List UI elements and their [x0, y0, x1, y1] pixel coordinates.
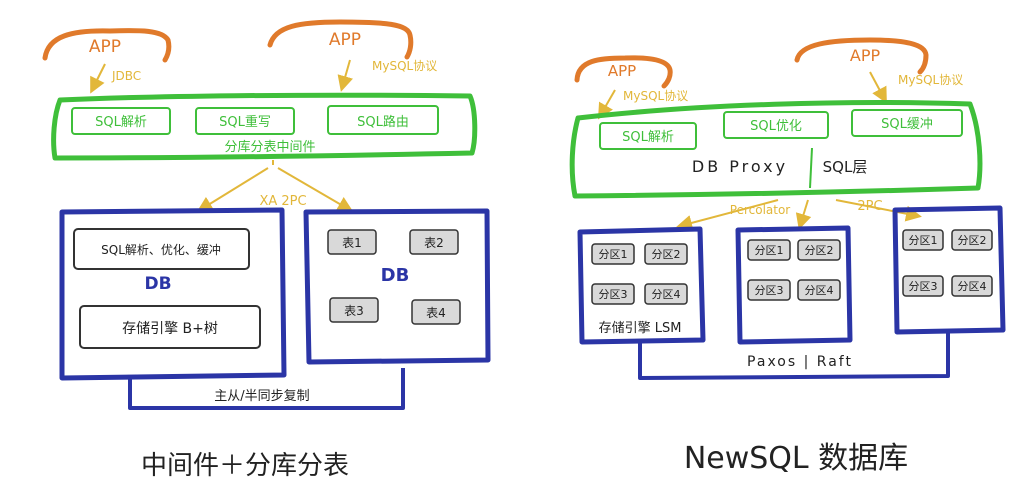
left-mysql-label: MySQL协议 — [372, 58, 437, 73]
right-app-1-label: APP — [608, 62, 636, 80]
right-node-3-shard-3-label: 分区3 — [909, 280, 938, 293]
right-txn-arrow-1 — [676, 199, 779, 231]
right-proto-label-1: MySQL协议 — [623, 88, 688, 103]
right-node-2-shard-2 — [797, 239, 841, 261]
right-txn-arrow-2 — [795, 199, 812, 230]
right-proxy-divider — [809, 147, 813, 189]
left-jdbc-arrow — [90, 63, 106, 94]
right-caption: NewSQL 数据库 — [684, 441, 908, 476]
right-consensus: Paxos | Raft — [638, 330, 950, 380]
right-node-2-shard-2-label: 分区2 — [805, 244, 834, 257]
left-replication-label: 主从/半同步复制 — [214, 389, 309, 404]
right-node-2-shard-1-label: 分区1 — [755, 244, 784, 257]
left-app-2-label: APP — [329, 30, 361, 50]
left-txn-arrow-2 — [277, 167, 354, 213]
left-table-3 — [329, 297, 379, 323]
left-mysql-arrow — [337, 59, 353, 92]
right-proxy-cell-1 — [599, 122, 697, 150]
right-sql-label: SQL层 — [823, 158, 868, 176]
right-proto-arrow-2 — [869, 71, 887, 104]
left-table-1-label: 表1 — [342, 236, 362, 250]
left-table-3-label: 表3 — [344, 304, 364, 318]
left-mw-cell-3 — [327, 105, 439, 135]
right-proxy-cell-2 — [723, 111, 829, 139]
left-table-4-label: 表4 — [426, 306, 446, 320]
left-table-4 — [411, 299, 461, 325]
left-db-1-top-box — [73, 228, 250, 270]
right-node-2-shard-4 — [797, 279, 841, 301]
right-txn-left-label: Percolator — [730, 203, 791, 217]
left-db-1-name: DB — [144, 274, 171, 294]
right-proxy-label: DB Proxy — [692, 157, 788, 176]
left-app-2: APP — [267, 19, 414, 60]
left-table-2-label: 表2 — [424, 236, 444, 250]
right-node-3-shard-2-label: 分区2 — [958, 234, 987, 247]
left-mw-cell-2 — [195, 107, 295, 135]
left-db-1: SQL解析、优化、缓冲 DB 存储引擎 B+树 — [59, 207, 287, 381]
left-mw-cell-3-label: SQL路由 — [357, 114, 409, 130]
right-consensus-label: Paxos | Raft — [747, 354, 853, 370]
right-node-1-shard-3 — [591, 283, 635, 305]
right-node-3-shard-1 — [902, 229, 944, 251]
right-node-2-shard-3-label: 分区3 — [755, 284, 784, 297]
right-node-3-shard-4-label: 分区4 — [958, 280, 987, 293]
left-db-1-top-label: SQL解析、优化、缓冲 — [101, 242, 221, 257]
right-app-2: APP — [794, 37, 929, 75]
right-node-3-shard-1-label: 分区1 — [909, 234, 938, 247]
left-db-1-bottom-label: 存储引擎 B+树 — [122, 321, 218, 337]
left-app-1-label: APP — [89, 37, 121, 57]
left-table-2 — [409, 229, 459, 255]
right-proto-label-2: MySQL协议 — [898, 72, 963, 87]
left-txn-label: XA 2PC — [259, 194, 306, 209]
right-node-1: 分区1 分区2 分区3 分区4 存储引擎 LSM — [577, 226, 706, 345]
right-node-2-shard-3 — [747, 279, 791, 301]
left-mw-cell-1 — [71, 107, 171, 135]
right-node-1-label: 存储引擎 LSM — [599, 321, 682, 336]
right-node-1-shard-4 — [644, 283, 688, 305]
right-node-2: 分区1 分区2 分区3 分区4 — [735, 225, 853, 345]
right-app-1: APP — [574, 55, 673, 89]
right-node-1-shard-4-label: 分区4 — [652, 288, 681, 301]
left-db-2-name: DB — [381, 265, 410, 286]
right-node-1-shard-1-label: 分区1 — [599, 248, 628, 261]
right-node-2-shard-4-label: 分区4 — [805, 284, 834, 297]
right-proxy-cell-3-label: SQL缓冲 — [881, 117, 933, 132]
right-node-1-shard-3-label: 分区3 — [599, 288, 628, 301]
right-proxy-cell-3 — [851, 109, 963, 137]
left-replication: 主从/半同步复制 — [128, 368, 405, 410]
right-proto-arrow-1 — [598, 89, 616, 120]
left-diagram: APP APP JDBC MySQL协议 SQL解析 SQL重写 SQL路由 分… — [42, 19, 491, 481]
right-node-3-shard-4 — [951, 275, 993, 297]
right-proxy: SQL解析 SQL优化 SQL缓冲 DB Proxy SQL层 — [569, 100, 983, 199]
left-app-1: APP — [42, 28, 172, 63]
right-app-2-label: APP — [850, 46, 881, 65]
left-mw-cell-1-label: SQL解析 — [95, 115, 147, 130]
right-node-3-shard-3 — [902, 275, 944, 297]
right-txn-right-label: 2PC — [857, 199, 882, 214]
left-db-1-bottom-box — [79, 305, 261, 349]
left-db-2: 表1 表2 表3 表4 DB — [303, 208, 491, 365]
right-node-1-shard-2-label: 分区2 — [652, 248, 681, 261]
right-proxy-cell-1-label: SQL解析 — [622, 130, 674, 145]
right-node-3: 分区1 分区2 分区3 分区4 — [892, 205, 1006, 335]
right-node-2-shard-1 — [747, 239, 791, 261]
left-mw-cell-2-label: SQL重写 — [219, 114, 271, 130]
left-caption: 中间件＋分库分表 — [141, 451, 349, 481]
left-jdbc-label: JDBC — [111, 69, 141, 83]
right-proxy-cell-2-label: SQL优化 — [750, 119, 802, 134]
right-node-1-shard-1 — [591, 243, 635, 265]
right-node-3-shard-2 — [951, 229, 993, 251]
left-table-1 — [327, 229, 377, 255]
left-middleware-label: 分库分表中间件 — [224, 139, 315, 155]
right-diagram: APP APP MySQL协议 MySQL协议 SQL解析 SQL优化 SQL缓… — [569, 37, 1006, 476]
right-txn-arrow-3 — [835, 199, 922, 222]
right-node-1-shard-2 — [644, 243, 688, 265]
left-txn-arrow-1 — [196, 167, 269, 213]
left-middleware: SQL解析 SQL重写 SQL路由 分库分表中间件 — [51, 92, 478, 161]
